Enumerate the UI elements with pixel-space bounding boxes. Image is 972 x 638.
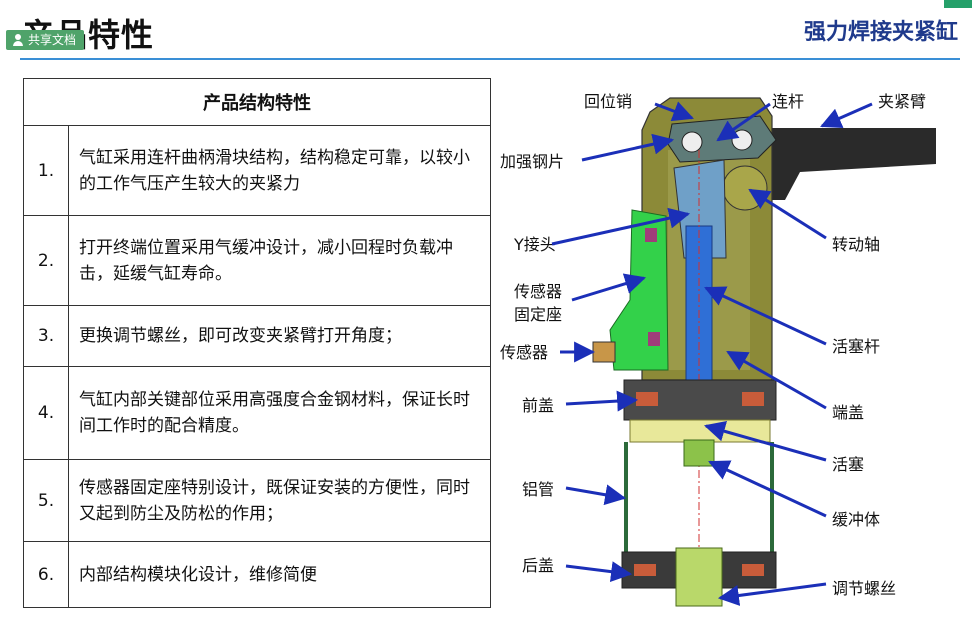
adjusting-screw-shape bbox=[675, 547, 723, 607]
row-number: 5. bbox=[23, 459, 69, 542]
label-rotating-shaft: 转动轴 bbox=[832, 235, 880, 254]
label-adjusting-screw: 调节螺丝 bbox=[832, 579, 896, 598]
label-sensor-mount-line2: 固定座 bbox=[514, 305, 562, 324]
aluminum-tube-wall bbox=[624, 442, 628, 552]
header-divider bbox=[20, 58, 960, 60]
link-pin-hole bbox=[731, 129, 753, 151]
label-return-pin: 回位销 bbox=[584, 92, 632, 111]
label-piston: 活塞 bbox=[832, 455, 864, 474]
row-text: 气缸内部关键部位采用高强度合金钢材料，保证长时间工作时的配合精度。 bbox=[68, 366, 491, 460]
row-number: 4. bbox=[23, 366, 69, 460]
shared-doc-label: 共享文档 bbox=[28, 33, 77, 47]
leader-arrows bbox=[551, 101, 873, 606]
table-row: 5. 传感器固定座特别设计，既保证安装的方便性，同时又起到防尘及防松的作用； bbox=[23, 459, 491, 542]
table-row: 4. 气缸内部关键部位采用高强度合金钢材料，保证长时间工作时的配合精度。 bbox=[23, 366, 491, 460]
buffer-shape bbox=[683, 439, 715, 467]
row-number: 2. bbox=[23, 215, 69, 306]
label-clamp-arm: 夹紧臂 bbox=[878, 92, 926, 111]
table-row: 2. 打开终端位置采用气缓冲设计，减小回程时负载冲击，延缓气缸寿命。 bbox=[23, 215, 491, 306]
aluminum-tube-wall bbox=[770, 442, 774, 552]
label-reinforcing-plate: 加强钢片 bbox=[500, 152, 564, 171]
sensor-mark bbox=[648, 332, 660, 346]
label-buffer: 缓冲体 bbox=[832, 510, 880, 529]
cylinder-cross-section-diagram: 回位销 连杆 夹紧臂 加强钢片 转动轴 Y接头 传感器 固定座 传感器 活塞杆 … bbox=[500, 92, 936, 607]
label-link: 连杆 bbox=[772, 92, 804, 111]
label-sensor: 传感器 bbox=[500, 343, 548, 362]
label-end-cover: 端盖 bbox=[832, 403, 864, 422]
label-piston-rod: 活塞杆 bbox=[832, 337, 880, 356]
rear-cover-bolt bbox=[742, 564, 764, 576]
table-header-row: 产品结构特性 bbox=[23, 78, 491, 126]
link-pin-hole bbox=[681, 131, 703, 153]
table-row: 6. 内部结构模块化设计，维修简便 bbox=[23, 541, 491, 608]
label-aluminum-tube: 铝管 bbox=[522, 480, 554, 499]
user-icon bbox=[12, 34, 24, 46]
rear-cover-bolt bbox=[634, 564, 656, 576]
page-subtitle: 强力焊接夹紧缸 bbox=[803, 20, 958, 45]
label-rear-cover: 后盖 bbox=[522, 556, 554, 575]
row-text: 内部结构模块化设计，维修简便 bbox=[68, 541, 491, 608]
label-front-cover: 前盖 bbox=[522, 396, 554, 415]
table-row: 3. 更换调节螺丝，即可改变夹紧臂打开角度； bbox=[23, 305, 491, 367]
shared-doc-badge[interactable]: 共享文档 bbox=[6, 30, 85, 50]
table-row: 1. 气缸采用连杆曲柄滑块结构，结构稳定可靠，以较小的工作气压产生较大的夹紧力 bbox=[23, 125, 491, 216]
row-text: 打开终端位置采用气缓冲设计，减小回程时负载冲击，延缓气缸寿命。 bbox=[68, 215, 491, 306]
label-y-joint: Y接头 bbox=[513, 235, 556, 254]
front-cover-bolt bbox=[742, 392, 764, 406]
label-sensor-mount-line1: 传感器 bbox=[514, 282, 562, 301]
row-text: 传感器固定座特别设计，既保证安装的方便性，同时又起到防尘及防松的作用； bbox=[68, 459, 491, 542]
features-table: 产品结构特性 1. 气缸采用连杆曲柄滑块结构，结构稳定可靠，以较小的工作气压产生… bbox=[23, 78, 491, 608]
corner-accent bbox=[944, 0, 972, 8]
row-text: 更换调节螺丝，即可改变夹紧臂打开角度； bbox=[68, 305, 491, 367]
clamp-arm-shape bbox=[770, 128, 936, 200]
front-cover-bolt bbox=[636, 392, 658, 406]
rotating-shaft-shape bbox=[722, 165, 768, 211]
row-text: 气缸采用连杆曲柄滑块结构，结构稳定可靠，以较小的工作气压产生较大的夹紧力 bbox=[68, 125, 491, 216]
sensor-mark bbox=[645, 228, 657, 242]
sensor-shape bbox=[592, 341, 616, 363]
row-number: 3. bbox=[23, 305, 69, 367]
row-number: 1. bbox=[23, 125, 69, 216]
table-heading: 产品结构特性 bbox=[23, 78, 491, 126]
row-number: 6. bbox=[23, 541, 69, 608]
